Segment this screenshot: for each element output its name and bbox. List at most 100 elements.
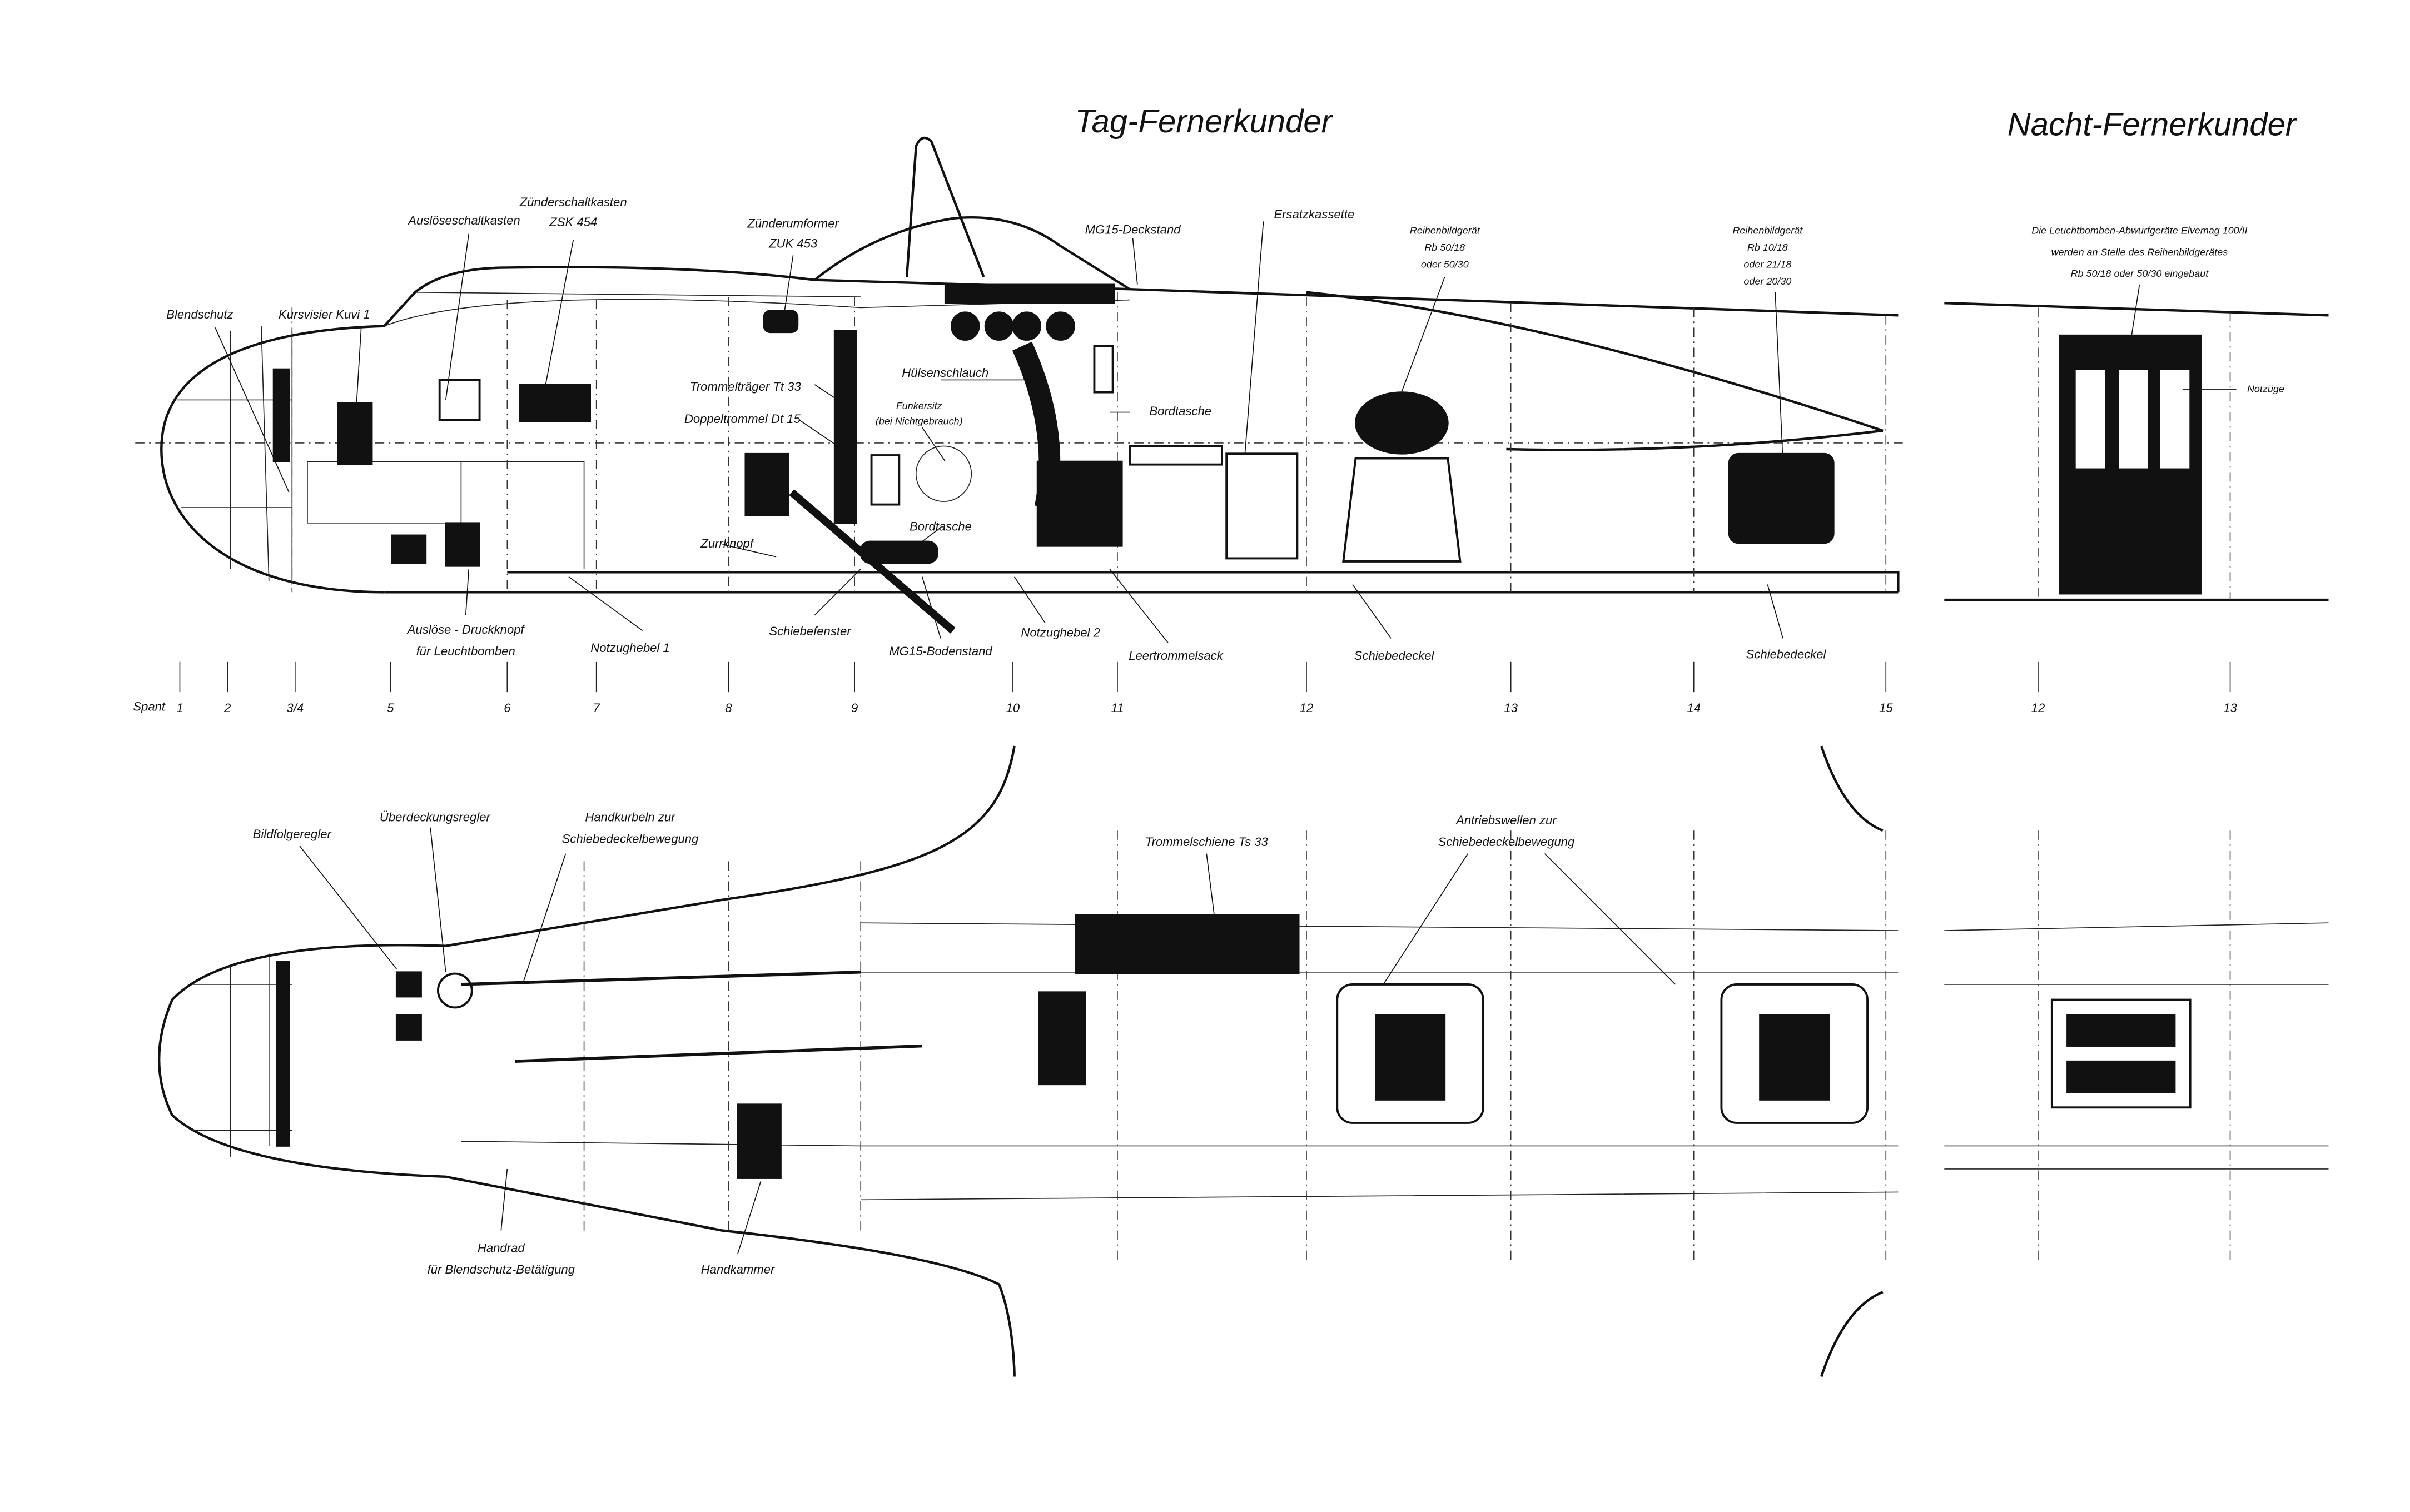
map-bag-2 (1093, 345, 1114, 394)
plan-view-labels: Bildfolgeregler Überdeckungsregler Handkur… (253, 810, 1575, 1277)
frame-scale-label: Spant (133, 699, 166, 713)
plan-night-section-outline (1944, 922, 2329, 1170)
label-bordtasche-2: Bordtasche (910, 520, 972, 534)
label-note-line-2: werden an Stelle des Reihenbildgerätes (2051, 246, 2228, 257)
frame-number: 3/4 (286, 701, 304, 715)
plan-outline-left (158, 745, 1016, 1377)
label-antriebswellen-line-2: Schiebedeckelbewegung (1438, 835, 1574, 849)
label-funkersitz-line-2: (bei Nichtgebrauch) (876, 416, 963, 427)
flare-rack (2066, 1060, 2176, 1093)
label-kursvisier: Kursvisier Kuvi 1 (279, 307, 370, 321)
label-mg15-bodenstand: MG15-Bodenstand (889, 644, 992, 658)
label-notzughebel-1: Notzughebel 1 (590, 641, 670, 655)
side-view-equipment (337, 284, 2202, 634)
radio-operator-seat (915, 445, 972, 502)
frame-number: 13 (2223, 701, 2237, 715)
label-bildfolgeregler: Bildfolgeregler (253, 827, 332, 841)
label-blendschutz: Blendschutz (166, 307, 233, 321)
label-schiebefenster: Schiebefenster (769, 624, 852, 638)
ammo-drum (1046, 311, 1075, 341)
label-zuenderumformer-line-1: Zünderumformer (747, 217, 839, 231)
frame-number: 7 (593, 701, 600, 715)
fuze-switchbox (519, 384, 592, 422)
frame-number: 10 (1006, 701, 1020, 715)
release-switchbox (438, 379, 481, 421)
label-ausloese-druckknopf-line-2: für Leuchtbomben (416, 644, 515, 658)
drum-carrier (833, 330, 857, 524)
title-day-reconnaissance: Tag-Fernerkunder (1075, 103, 1333, 140)
night-section-outline (1944, 301, 2329, 601)
image-interval-regulator (395, 971, 422, 998)
spare-cassette (1225, 452, 1299, 560)
double-drum (744, 452, 789, 516)
fuselage-stringer (384, 299, 1130, 327)
title-night-reconnaissance: Nacht-Fernerkunder (2007, 106, 2298, 142)
frame-number: 6 (504, 701, 511, 715)
label-trommeltraeger: Trommelträger Tt 33 (690, 380, 801, 394)
glare-shield (272, 368, 290, 462)
label-huelsenschlauch: Hülsenschlauch (902, 366, 988, 380)
label-reihenbild-2-line-4: oder 20/30 (1743, 276, 1791, 287)
image-interval-regulator-base (395, 1014, 422, 1041)
label-handkammer: Handkammer (701, 1262, 776, 1276)
frame-number: 14 (1687, 701, 1701, 715)
camera-2-plan (1759, 1014, 1830, 1101)
flare-tube (2074, 368, 2106, 470)
frame-number: 12 (2031, 701, 2045, 715)
release-push-button (391, 534, 427, 564)
label-notzughebel-2: Notzughebel 2 (1021, 626, 1100, 640)
label-reihenbild-2-line-3: oder 21/18 (1743, 258, 1791, 270)
frame-number: 13 (1504, 701, 1518, 715)
plan-view-fuselage (158, 745, 2329, 1377)
frame-number: 11 (1111, 701, 1124, 715)
flare-rack (2066, 1014, 2176, 1047)
course-sight (337, 402, 373, 466)
plan-longerons (461, 922, 1899, 1201)
label-schiebedeckel-2: Schiebedeckel (1746, 647, 1827, 661)
floor-equipment (445, 522, 480, 567)
label-zuenderumformer-line-2: ZUK 453 (768, 236, 818, 250)
label-reihenbild-1-line-3: oder 50/30 (1421, 258, 1469, 270)
plan-nose-glazing (192, 953, 292, 1157)
fuselage-stringer (415, 291, 861, 297)
night-view-labels: Die Leuchtbomben-Abwurfgeräte Elvemag 10… (2031, 225, 2284, 395)
canopy-outline (813, 216, 1131, 291)
label-trommelschiene: Trommelschiene Ts 33 (1145, 835, 1269, 849)
fuze-converter (763, 310, 799, 334)
frame-number: 2 (223, 701, 231, 715)
antenna-mast (905, 136, 985, 277)
frame-number: 8 (725, 701, 732, 715)
side-view-leaders (215, 221, 2237, 644)
flare-tube (2158, 368, 2192, 470)
label-reihenbild-2-line-1: Reihenbildgerät (1732, 225, 1803, 236)
label-notzuege: Notzüge (2247, 384, 2284, 395)
label-handrad-line-1: Handrad (478, 1241, 525, 1255)
label-zurrknopf: Zurrknopf (700, 536, 754, 550)
frame-number: 9 (851, 701, 858, 715)
serial-camera-2 (1728, 452, 1835, 544)
label-zuenderschaltkasten-line-2: ZSK 454 (549, 215, 597, 229)
plan-glare-shield (276, 961, 290, 1147)
label-schiebedeckel-1: Schiebedeckel (1354, 649, 1435, 663)
label-handkurbeln-line-1: Handkurbeln zur (585, 810, 676, 824)
label-mg15-deckstand: MG15-Deckstand (1085, 223, 1181, 237)
label-reihenbild-1-line-2: Rb 50/18 (1424, 242, 1465, 253)
plan-view-equipment (395, 914, 2192, 1179)
frame-number: 15 (1879, 701, 1893, 715)
label-note-line-1: Die Leuchtbomben-Abwurfgeräte Elvemag 10… (2031, 225, 2247, 236)
serial-camera-1-mount (1342, 457, 1462, 563)
cassette-rack (1129, 445, 1223, 466)
label-leertrommelsack: Leertrommelsack (1129, 649, 1223, 663)
label-ueberdeckungsregler: Überdeckungsregler (380, 810, 491, 824)
mg15-ventral-gun (789, 489, 956, 634)
label-antriebswellen-line-1: Antriebswellen zur (1455, 813, 1557, 827)
fuselage-top-outline (160, 266, 1899, 594)
mg15-dorsal-gun (944, 284, 1115, 304)
label-bordtasche-1: Bordtasche (1149, 404, 1211, 418)
label-ausloese-druckknopf-line-1: Auslöse - Druckknopf (406, 623, 526, 636)
plan-view-leaders (299, 827, 1676, 1254)
label-note-line-3: Rb 50/18 oder 50/30 eingebaut (2071, 268, 2209, 279)
map-bag (870, 454, 901, 506)
